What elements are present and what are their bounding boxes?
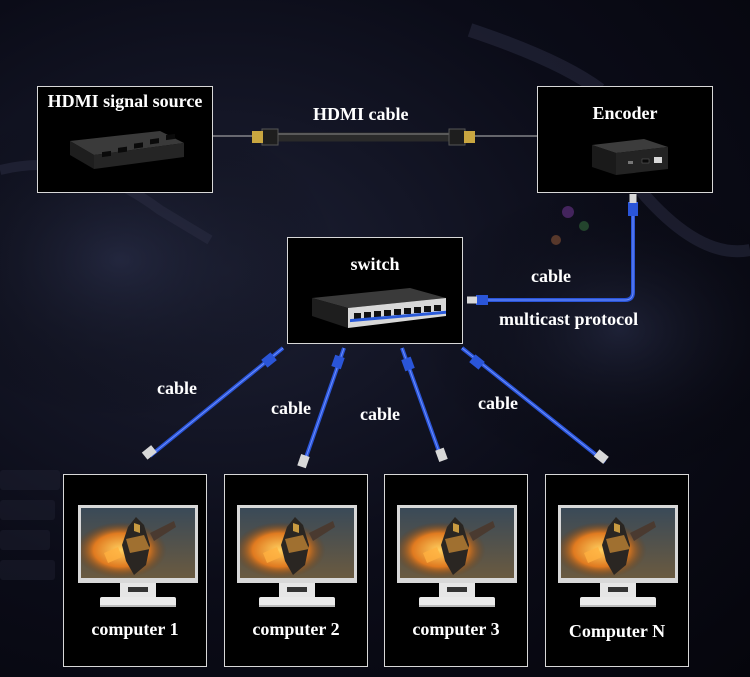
cable-label-1: cable [157, 378, 197, 398]
encoder-label: Encoder [592, 103, 658, 123]
switch-computer-cable-2 [297, 347, 346, 469]
computer-label: computer 2 [252, 619, 340, 639]
computer-box-n: Computer N [545, 474, 689, 667]
computer-box-3: computer 3 [384, 474, 528, 667]
multicast-protocol-label: multicast protocol [499, 309, 639, 329]
encoder-cable-label: cable [531, 266, 571, 286]
cable-label-4: cable [478, 393, 518, 413]
encoder-box: Encoder [537, 86, 713, 193]
monitor-icon [78, 505, 198, 609]
switch-computer-cable-1 [141, 346, 285, 460]
encoder-device-icon [592, 139, 668, 175]
switch-computer-cable-4 [460, 346, 609, 464]
hdmi-signal-source-box: HDMI signal source [37, 86, 213, 193]
switch-box: switch [287, 237, 463, 344]
monitor-icon [558, 505, 678, 609]
computer-label: computer 3 [412, 619, 500, 639]
hdmi-connector-left [252, 128, 279, 146]
monitor-icon [237, 505, 357, 609]
computer-label: Computer N [568, 621, 666, 641]
cable-label-3: cable [360, 404, 400, 424]
hdmi-connector-right [448, 128, 475, 146]
encoder-switch-cable [467, 194, 638, 305]
switch-label: switch [350, 254, 400, 274]
switch-computer-cable-3 [400, 347, 448, 463]
hdmi-cable [212, 128, 537, 146]
cable-label-2: cable [271, 398, 311, 418]
computer-box-1: computer 1 [63, 474, 207, 667]
hdmi-splitter-device-icon [70, 131, 184, 169]
computer-label: computer 1 [91, 619, 179, 639]
computer-box-2: computer 2 [224, 474, 368, 667]
network-switch-device-icon [312, 288, 446, 328]
monitor-icon [397, 505, 517, 609]
hdmi-signal-source-label: HDMI signal source [47, 91, 203, 111]
hdmi-cable-label: HDMI cable [313, 104, 409, 124]
